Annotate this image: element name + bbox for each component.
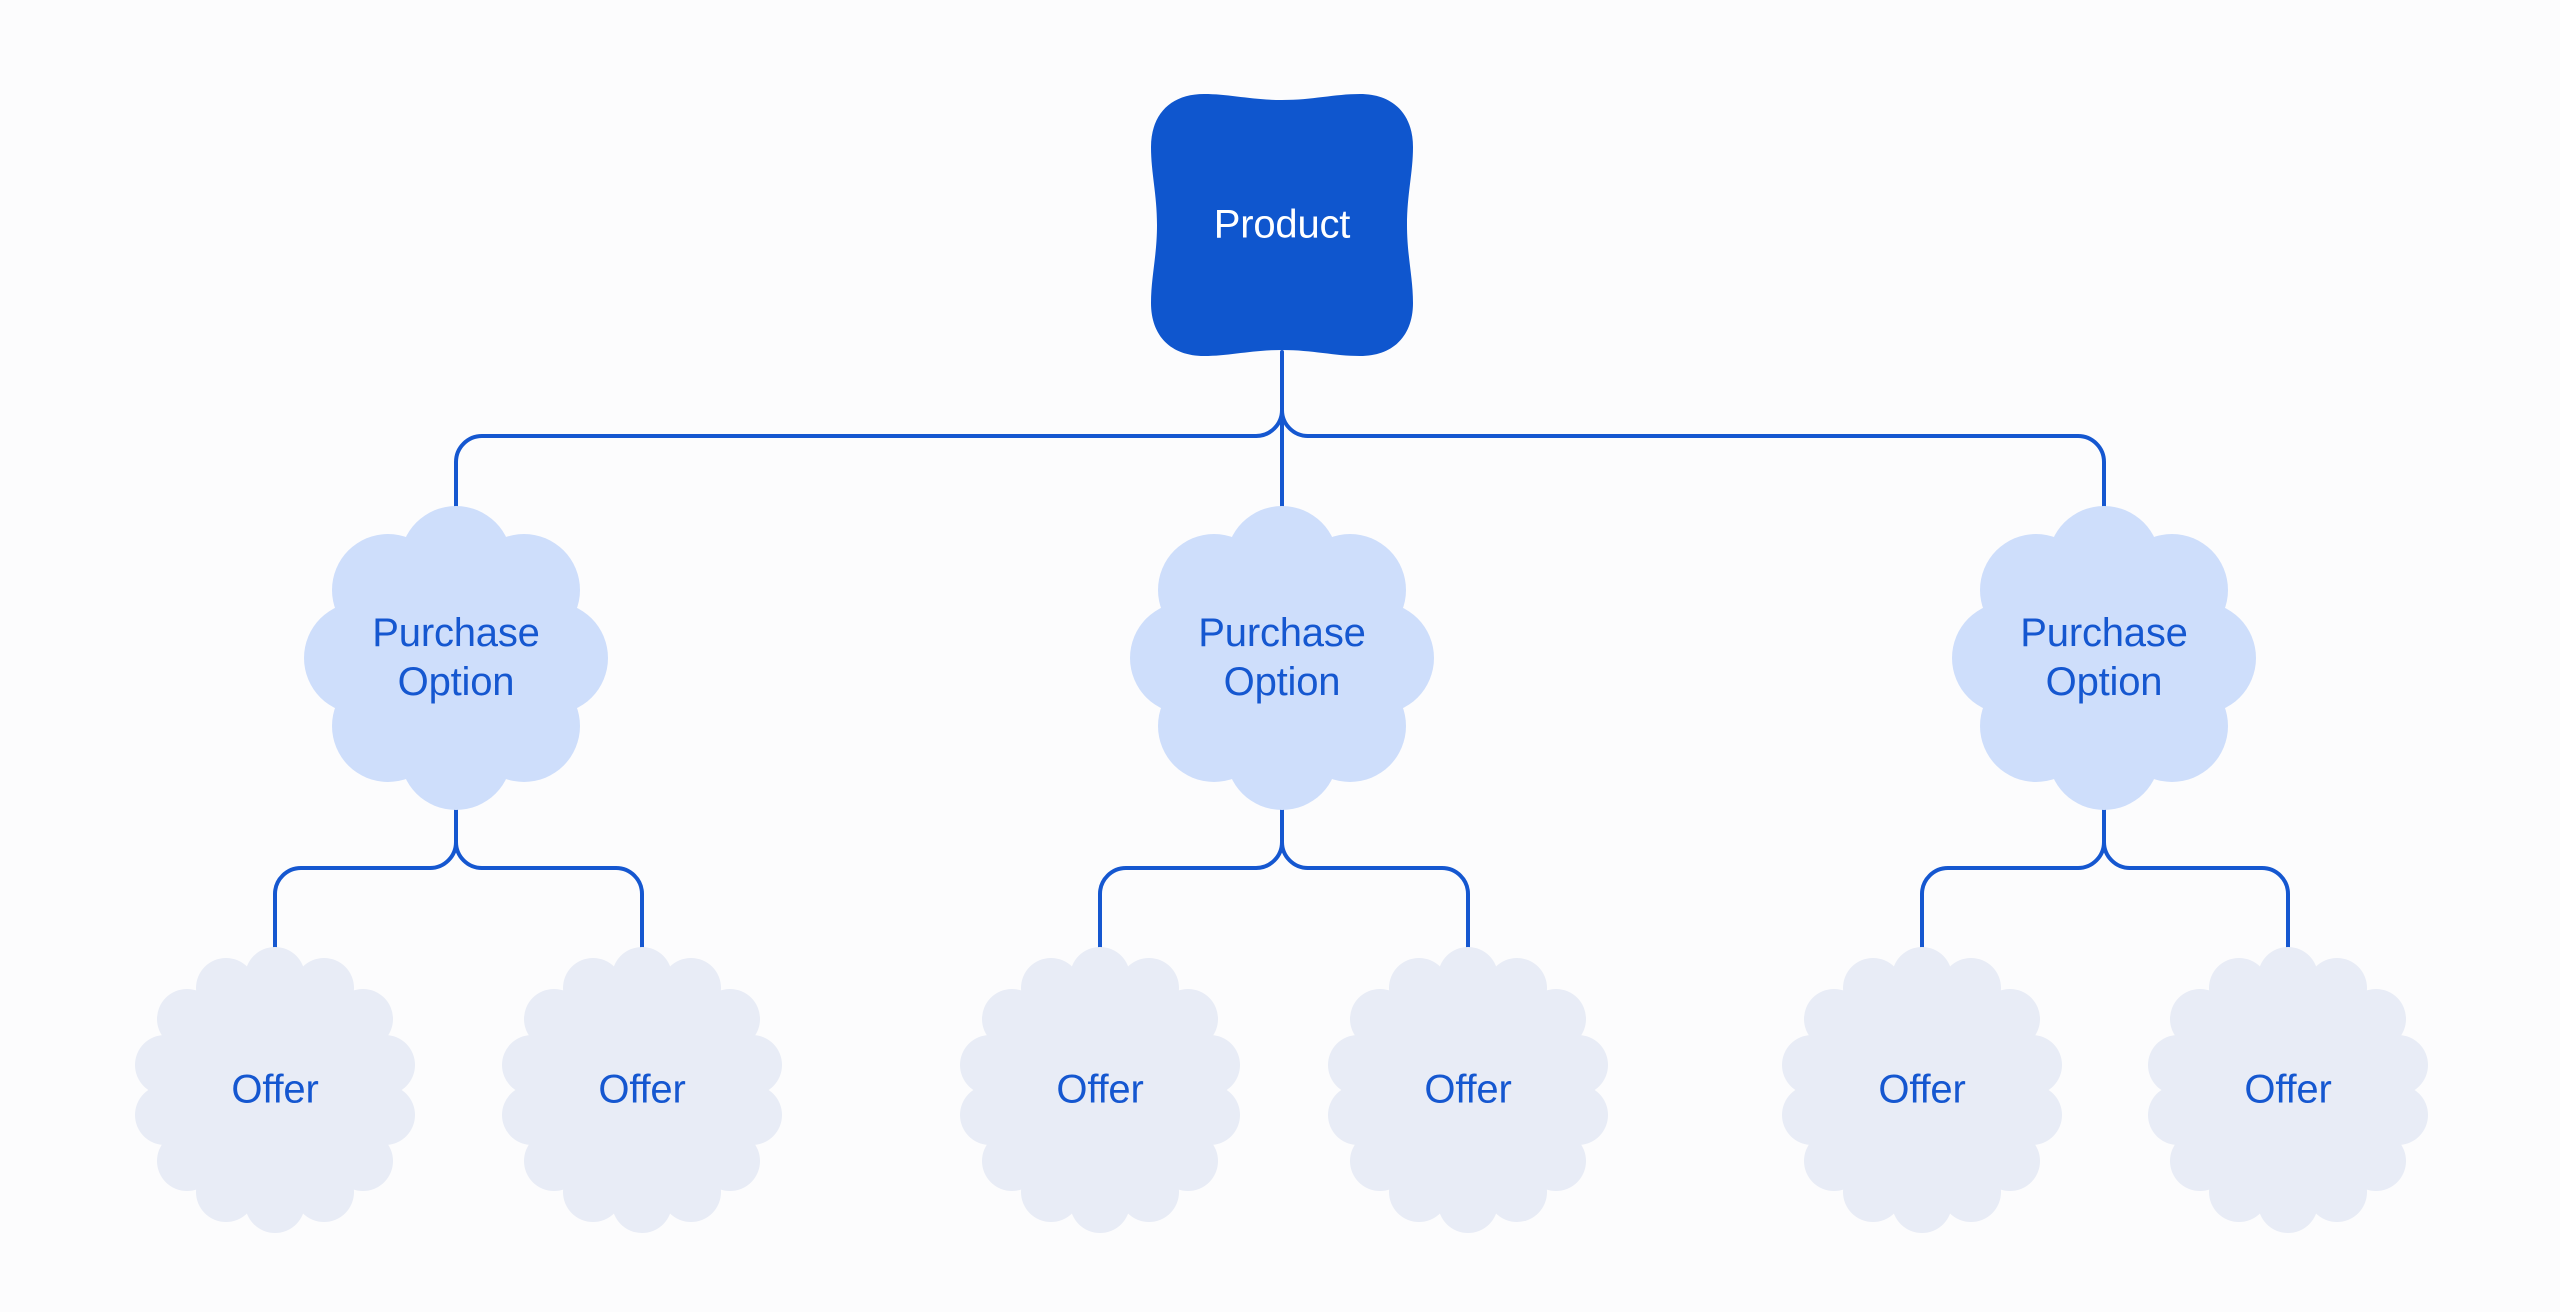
edge-bus-fillet-left — [1254, 408, 1284, 438]
node-offer-3[interactable] — [964, 954, 1236, 1226]
node-product[interactable] — [1151, 94, 1413, 356]
edge-po3-offer6 — [2128, 866, 2290, 962]
node-purchase-option-1-shape[interactable] — [304, 506, 608, 810]
edge-po3-fillet-left — [2076, 840, 2106, 870]
node-purchase-option-3[interactable] — [1960, 514, 2248, 802]
node-offer-1-shape[interactable] — [135, 947, 415, 1233]
node-offer-2-shape[interactable] — [502, 947, 782, 1233]
edge-po1-fillet-right — [454, 840, 484, 870]
edge-po1-offer1 — [273, 866, 432, 962]
node-purchase-option-3-shape[interactable] — [1952, 506, 2256, 810]
edge-po3-fillet-right — [2102, 840, 2132, 870]
edge-bus-level1-left — [454, 434, 1258, 530]
node-offer-2[interactable] — [506, 954, 778, 1226]
node-offer-3-shape[interactable] — [960, 947, 1240, 1233]
edge-po2-offer3 — [1098, 866, 1258, 962]
node-offer-5[interactable] — [1786, 954, 2058, 1226]
node-purchase-option-2[interactable] — [1138, 514, 1426, 802]
edge-po2-fillet-left — [1254, 840, 1284, 870]
edge-po2-fillet-right — [1280, 840, 1310, 870]
node-offer-6-shape[interactable] — [2148, 947, 2428, 1233]
edge-bus-fillet-right — [1280, 408, 1310, 438]
edge-po2-offer4 — [1306, 866, 1470, 962]
node-offer-4-shape[interactable] — [1328, 947, 1608, 1233]
edge-bus-level1-right — [1306, 434, 2106, 530]
edge-po1-offer2 — [480, 866, 644, 962]
node-purchase-option-2-shape[interactable] — [1130, 506, 1434, 810]
node-product-shape[interactable] — [1151, 94, 1413, 356]
node-offer-6[interactable] — [2152, 954, 2424, 1226]
node-offer-4[interactable] — [1332, 954, 1604, 1226]
node-offer-1[interactable] — [139, 954, 411, 1226]
node-offer-5-shape[interactable] — [1782, 947, 2062, 1233]
edge-po3-offer5 — [1920, 866, 2080, 962]
node-purchase-option-1[interactable] — [312, 514, 600, 802]
edge-po1-fillet-left — [428, 840, 458, 870]
